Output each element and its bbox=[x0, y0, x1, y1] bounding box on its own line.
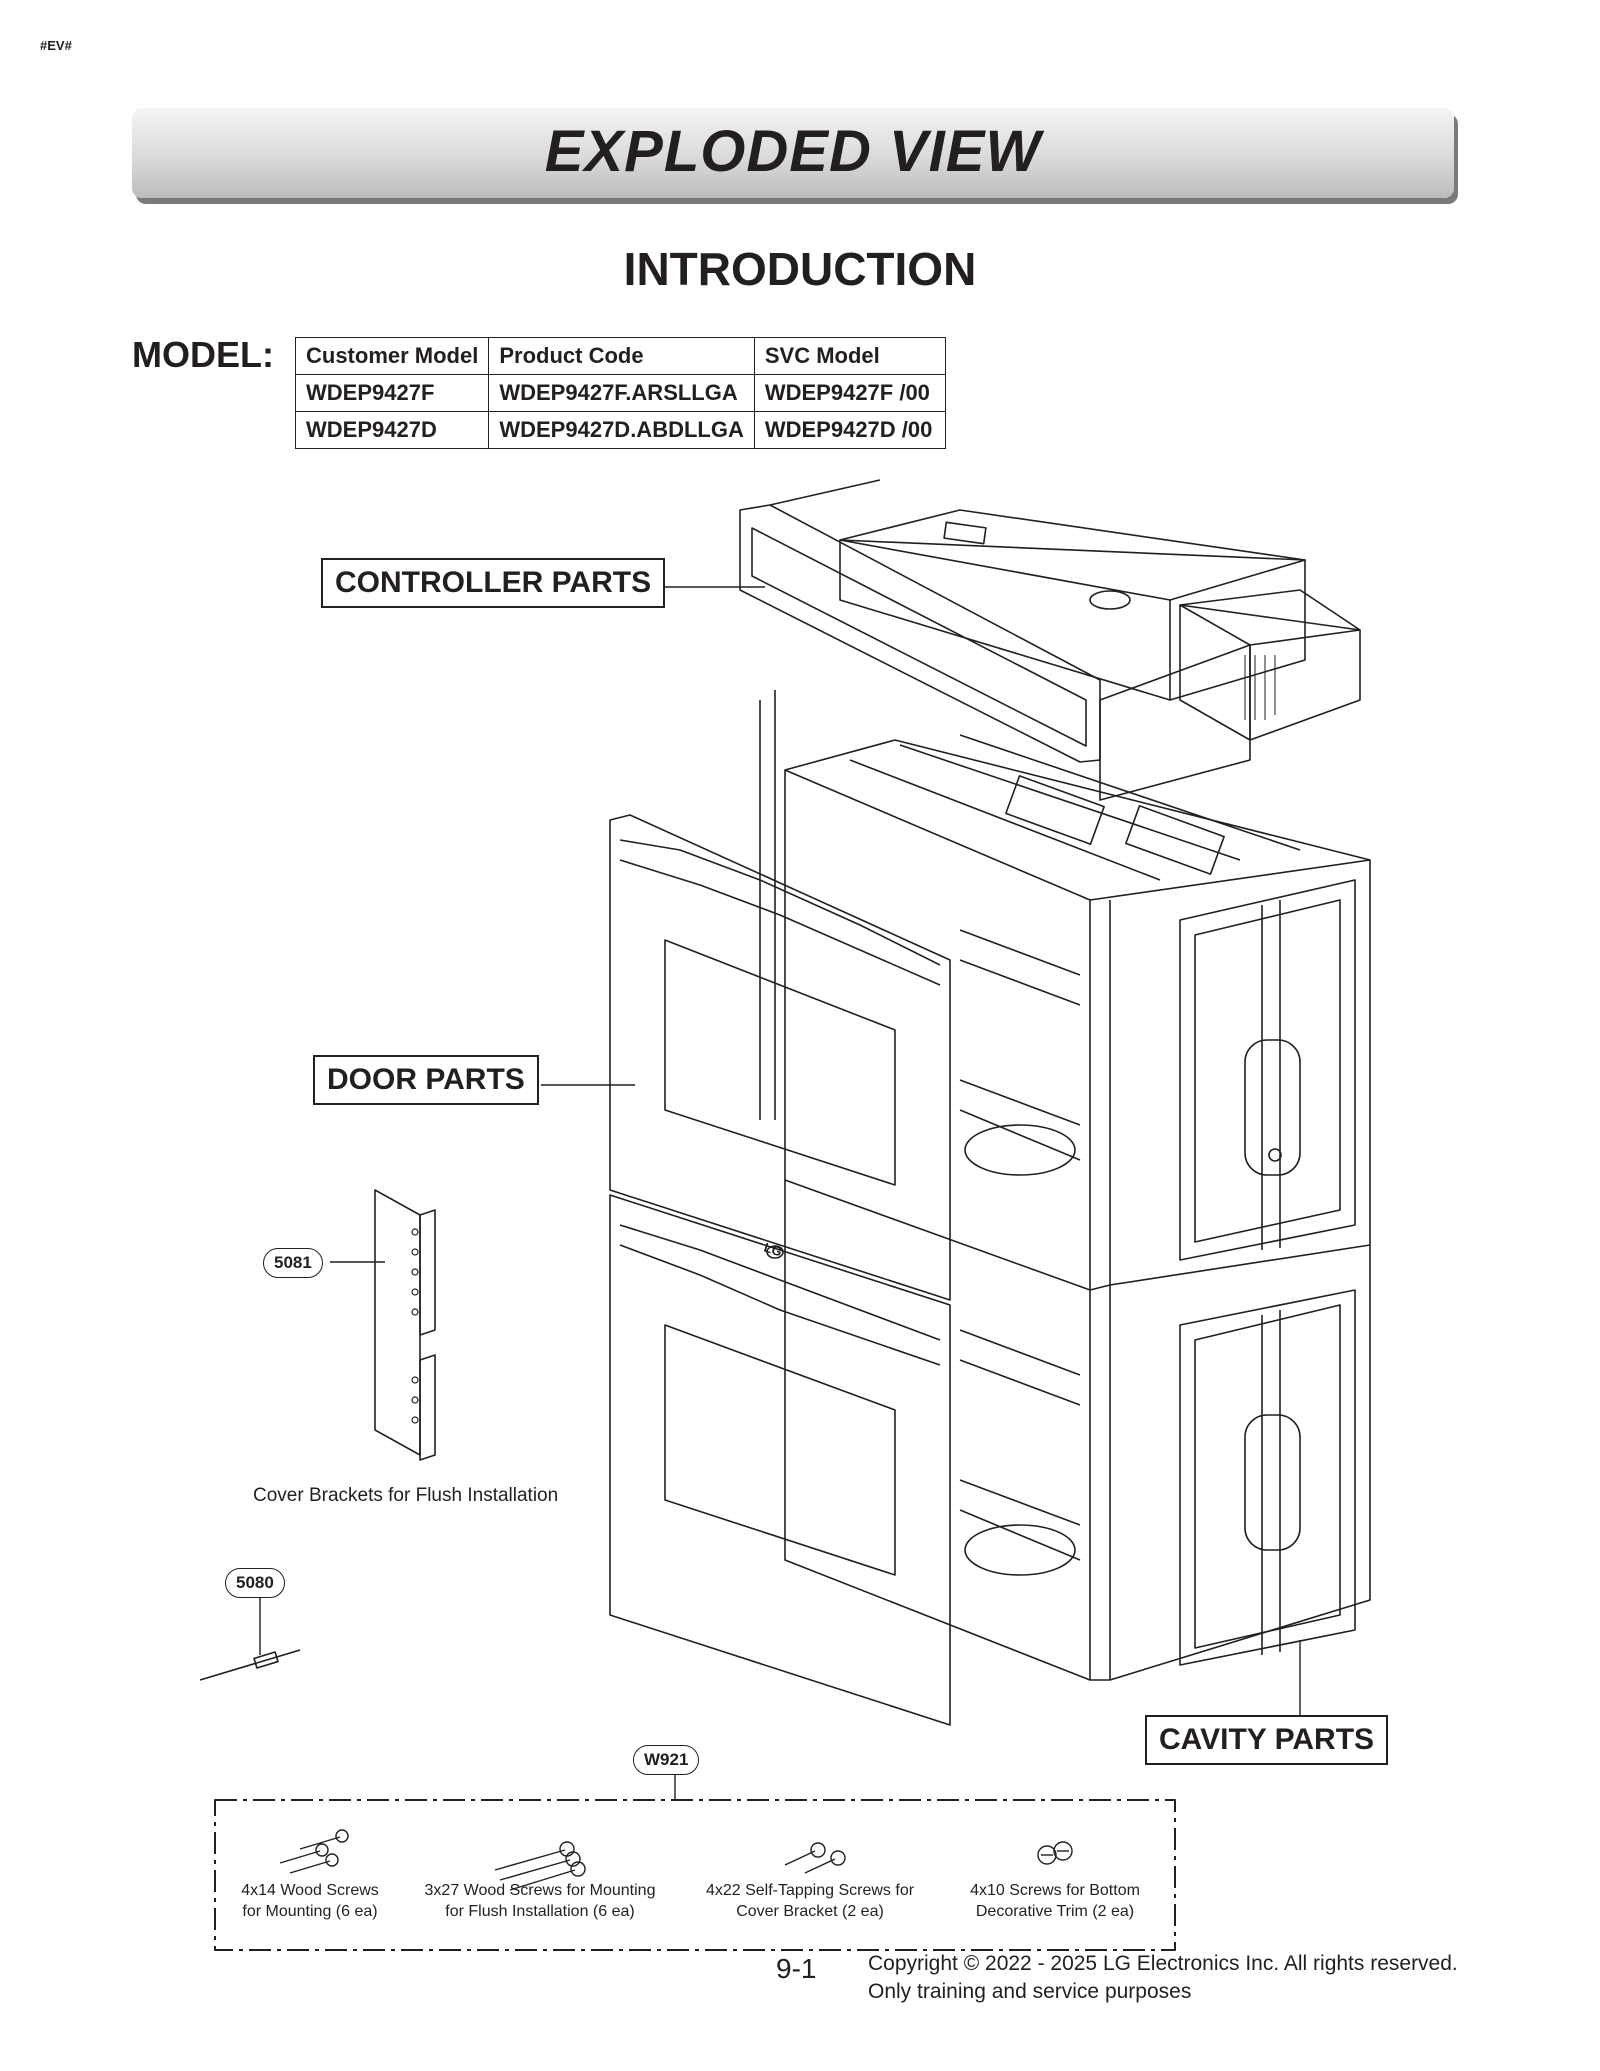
cord-part bbox=[199, 1649, 301, 1681]
hardware-label: 4x14 Wood Screws for Mounting (6 ea) bbox=[200, 1880, 420, 1922]
hardware-label-line: for Mounting (6 ea) bbox=[242, 1903, 378, 1920]
model-table: Customer Model Product Code SVC Model WD… bbox=[294, 337, 946, 449]
controller-housing bbox=[839, 509, 1361, 801]
chassis-frame bbox=[759, 690, 1371, 1681]
table-header: SVC Model bbox=[753, 337, 946, 375]
header-tag: #EV# bbox=[40, 38, 72, 53]
copyright-line: Only training and service purposes bbox=[868, 1980, 1192, 2003]
hardware-label-line: 4x10 Screws for Bottom bbox=[970, 1882, 1140, 1899]
part-number-5080: 5080 bbox=[225, 1568, 285, 1598]
hardware-label: 4x22 Self-Tapping Screws for Cover Brack… bbox=[680, 1880, 940, 1922]
table-cell: WDEP9427F /00 bbox=[753, 374, 946, 412]
page-number: 9-1 bbox=[776, 1953, 817, 1984]
table-header: Customer Model bbox=[294, 337, 490, 375]
leader-lines bbox=[259, 586, 1301, 1800]
cover-bracket-note: Cover Brackets for Flush Installation bbox=[253, 1485, 559, 1506]
hardware-label-line: 4x22 Self-Tapping Screws for bbox=[705, 1882, 915, 1899]
hardware-label-line: Decorative Trim (2 ea) bbox=[975, 1903, 1135, 1920]
table-cell: WDEP9427F bbox=[294, 374, 490, 412]
part-number-w921: W921 bbox=[633, 1745, 700, 1775]
table-cell: WDEP9427D /00 bbox=[753, 411, 946, 449]
table-cell: WDEP9427D.ABDLLGA bbox=[488, 411, 755, 449]
callout-door-parts: DOOR PARTS bbox=[313, 1055, 539, 1105]
table-cell: WDEP9427D bbox=[294, 411, 490, 449]
section-title: INTRODUCTION bbox=[623, 243, 977, 295]
table-header-row: Customer Model Product Code SVC Model bbox=[294, 337, 946, 375]
hardware-label-line: 3x27 Wood Screws for Mounting bbox=[424, 1882, 656, 1899]
callout-cavity-parts: CAVITY PARTS bbox=[1145, 1715, 1389, 1765]
screw-sets bbox=[279, 1829, 1073, 1891]
copyright-line: Copyright © 2022 - 2025 LG Electronics I… bbox=[868, 1952, 1458, 1975]
table-row: WDEP9427D WDEP9427D.ABDLLGA WDEP9427D /0… bbox=[294, 411, 946, 449]
copyright: Copyright © 2022 - 2025 LG Electronics I… bbox=[868, 1950, 1458, 2006]
callout-controller-parts: CONTROLLER PARTS bbox=[321, 558, 666, 608]
hardware-box bbox=[214, 1799, 1176, 1951]
table-row: WDEP9427F WDEP9427F.ARSLLGA WDEP9427F /0… bbox=[294, 374, 946, 412]
side-panels bbox=[1179, 879, 1356, 1666]
lower-door bbox=[609, 1194, 951, 1726]
hardware-label: 4x10 Screws for Bottom Decorative Trim (… bbox=[940, 1880, 1170, 1922]
hardware-label-line: 4x14 Wood Screws bbox=[241, 1882, 379, 1899]
upper-door bbox=[609, 814, 951, 1301]
title-banner bbox=[132, 108, 1454, 198]
model-label: MODEL: bbox=[132, 334, 274, 375]
part-number-5081: 5081 bbox=[263, 1248, 323, 1278]
cover-brackets bbox=[374, 1189, 436, 1461]
hardware-label-line: Cover Bracket (2 ea) bbox=[736, 1903, 884, 1920]
table-cell: WDEP9427F.ARSLLGA bbox=[488, 374, 755, 412]
hardware-label: 3x27 Wood Screws for Mounting for Flush … bbox=[400, 1880, 680, 1922]
oven-racks bbox=[959, 929, 1081, 1576]
hardware-label-line: for Flush Installation (6 ea) bbox=[445, 1903, 635, 1920]
banner-title: EXPLODED VIEW bbox=[544, 119, 1042, 184]
